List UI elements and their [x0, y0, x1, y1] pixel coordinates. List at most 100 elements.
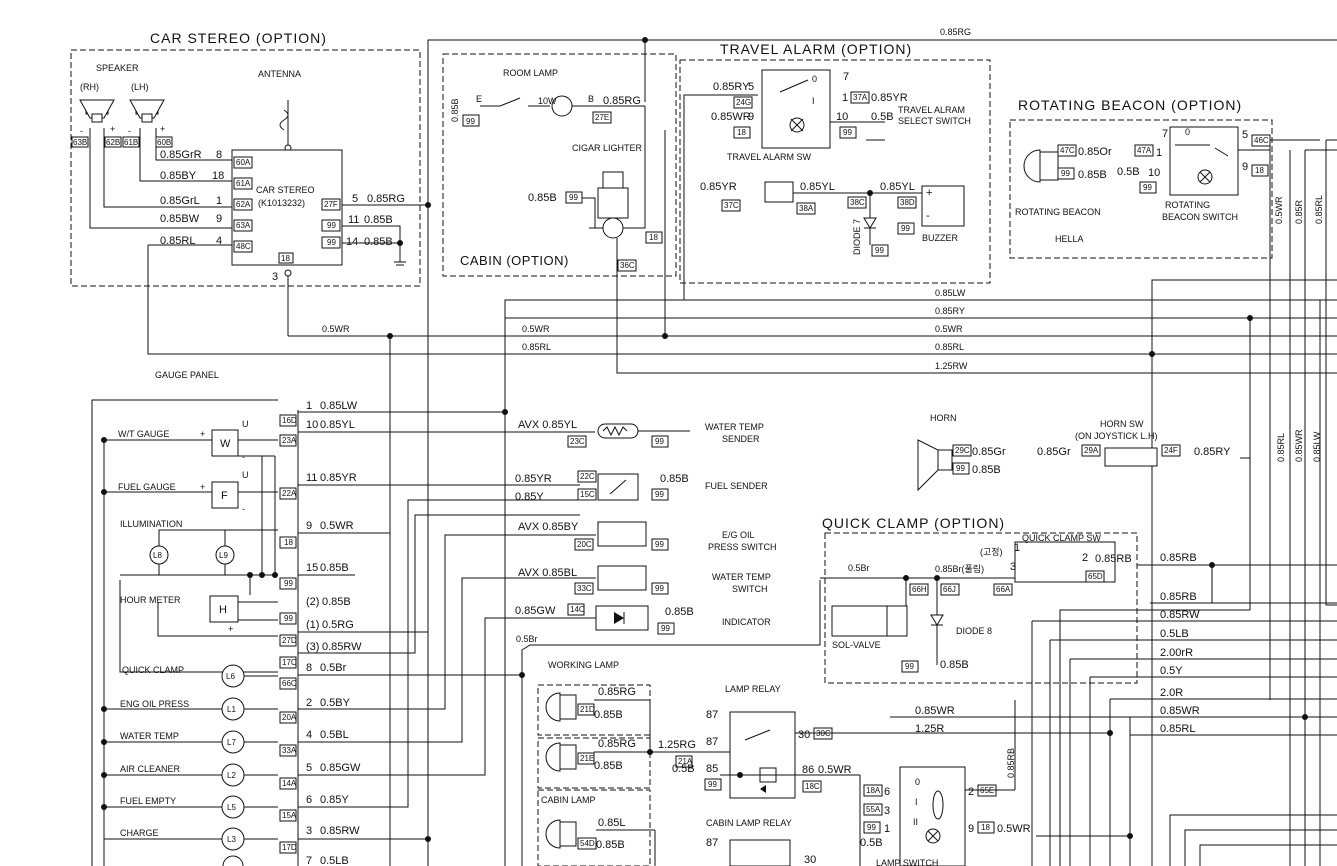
wire-label: 66A [996, 585, 1011, 594]
wire-label: 0.5WR [1274, 196, 1284, 224]
wire-label: 63B [73, 138, 87, 147]
wire-label: - [128, 126, 131, 136]
wire-label: 0.85B [660, 473, 689, 485]
wire-label: 0.85RL [160, 235, 195, 247]
wire-label: 0 [915, 777, 920, 787]
wire-label: 47C [1060, 146, 1075, 155]
wire-label: 0.85RL [1314, 195, 1324, 224]
wire-label: 0.5WR [935, 324, 963, 334]
wire-label: 29A [1084, 446, 1099, 455]
wire-label: 0.85LW [320, 400, 358, 412]
wire-label: 29C [955, 446, 970, 455]
wire-label: QUICK CLAMP SW [1022, 533, 1101, 543]
horn-block: HORN 29C 0.85Gr 99 0.85B 0.85Gr 29A 24F … [917, 413, 1250, 492]
wire-label: 0.85B [940, 659, 969, 671]
car-stereo-title: CAR STEREO (OPTION) [150, 30, 327, 46]
wire-label: 0.85LW [935, 288, 966, 298]
wire-label: CABIN LAMP [541, 795, 596, 805]
wire-label: 21E [580, 754, 594, 763]
wire-label: 0.85RB [1006, 748, 1016, 778]
wire-label: 36C [620, 261, 635, 270]
wire-label: FUEL EMPTY [120, 796, 176, 806]
wire-label: 0.5Br [320, 662, 347, 674]
wire-label: 0.85RY [935, 306, 965, 316]
wire-label: 0.85Gr [972, 446, 1006, 458]
wire-label: 3 [1010, 561, 1016, 573]
wire-label: 7 [1162, 128, 1168, 140]
water-temp-switch-icon [597, 565, 647, 591]
gauge-connectors: 16D 23A 22A 18 99 99 27D 17C 66C 20A 33A… [279, 414, 297, 854]
wire-label: 0.85B [972, 464, 1001, 476]
wire-label: DIODE 8 [956, 626, 992, 636]
oil-press-switch-icon [597, 521, 647, 547]
wire-label: 99 [905, 662, 914, 671]
wire-label: 18A [866, 786, 881, 795]
sensors-block: AVX 0.85YL 23C 99 WATER TEMP SENDER 0.85… [515, 419, 821, 866]
wire-label: AIR CLEANER [120, 764, 181, 774]
wire-label: 0.85YR [320, 472, 357, 484]
wire-label: 33A [282, 746, 297, 755]
wire-label: 0.5WR [522, 324, 550, 334]
wire-label: 99 [655, 584, 664, 593]
wire-label: 0.85GW [320, 762, 361, 774]
wire-label: 0.85RW [1160, 609, 1200, 621]
wire-label: 99 [708, 780, 717, 789]
wire-label: 0.5B [860, 837, 883, 849]
wire-label: 99 [569, 193, 578, 202]
wire-label: 0.85RG [598, 686, 636, 698]
wire-label: ENG OIL PRESS [120, 699, 189, 709]
wire-label: 0.85RB [1160, 552, 1197, 564]
wire-label: 8 [216, 149, 222, 161]
wire-label: 9 [1242, 161, 1248, 173]
wire-label: 18 [212, 170, 224, 182]
wire-label: WATER TEMP [712, 572, 771, 582]
wire-label: I [915, 797, 918, 807]
wire-label: 2 [1082, 552, 1088, 564]
wire-label: 10 [306, 419, 318, 431]
wire-label: 54D [580, 839, 595, 848]
wire-label: 60B [157, 138, 171, 147]
wire-label: 99 [655, 490, 664, 499]
wire-label: 17D [282, 843, 297, 852]
wire-label: 0.85RG [603, 95, 641, 107]
wire-label: 99 [956, 464, 965, 473]
wire-label: 9 [748, 111, 754, 123]
wire-label: 0.85B [594, 760, 623, 772]
wire-label: 0.85RB [1095, 553, 1132, 565]
wire-label: 0.5BY [320, 697, 351, 709]
wire-label: 46C [1254, 136, 1269, 145]
wire-label: TRAVEL ALARM SW [727, 152, 812, 162]
wire-label: + [200, 482, 205, 492]
wire-label: F [221, 490, 228, 502]
wire-label: 0.85YL [880, 181, 915, 193]
wire-label: 15C [580, 490, 595, 499]
wire-label: 1.25RW [935, 361, 968, 371]
wire-label: 0.5Br [848, 563, 870, 573]
wire-label: 14C [570, 605, 585, 614]
travel-alarm-title: TRAVEL ALARM (OPTION) [720, 41, 912, 57]
wire-label: 0.5Y [1160, 665, 1183, 677]
wire-label: (ON JOYSTICK L.H) [1075, 431, 1158, 441]
wire-label: 0.85Or [1078, 146, 1112, 158]
wire-label: L3 [227, 835, 236, 844]
wire-label: 1 [306, 400, 312, 412]
working-lamp-2-icon [545, 742, 561, 772]
wire-label: 17C [282, 658, 297, 667]
wire-label: HELLA [1055, 234, 1084, 244]
wire-label: 0.85B [364, 236, 393, 248]
beacon-title: ROTATING BEACON (OPTION) [1018, 97, 1242, 113]
wire-label: 23C [570, 437, 585, 446]
beacon-switch [1169, 126, 1239, 196]
wire-label: CHARGE [120, 828, 159, 838]
wire-label: 14 [346, 236, 358, 248]
wire-label: 0.85GW [515, 605, 556, 617]
wire-label: SENDER [722, 434, 760, 444]
wire-label: 0.85RY [713, 81, 750, 93]
wire-label: + [160, 124, 165, 134]
wire-label: 60A [236, 158, 251, 167]
wt-gauge-icon [211, 429, 239, 457]
wire-label: 27D [282, 636, 297, 645]
speaker-lh-icon [129, 99, 165, 123]
wire-label: 6 [306, 794, 312, 806]
wire-label: 20A [282, 713, 297, 722]
